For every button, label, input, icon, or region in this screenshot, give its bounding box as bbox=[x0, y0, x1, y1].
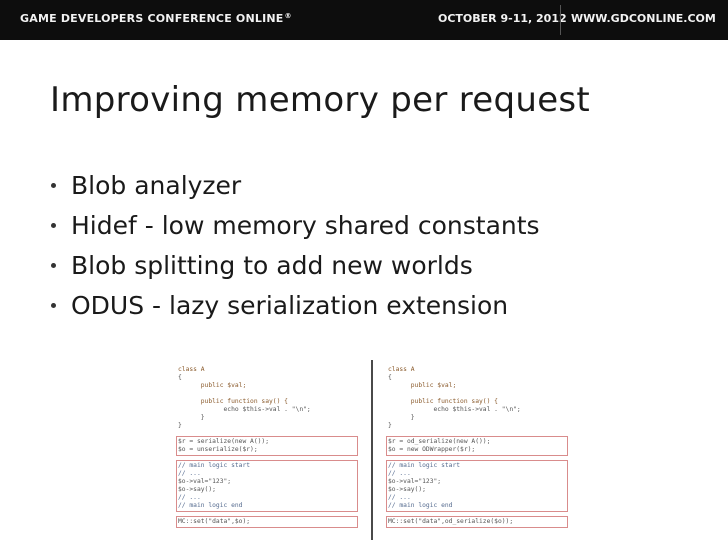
code-line: $r = od_serialize(new A()); bbox=[388, 438, 491, 445]
code-line: echo $this->val . "\n"; bbox=[388, 406, 521, 413]
code-divider bbox=[371, 360, 373, 540]
code-highlight-box bbox=[386, 436, 568, 456]
code-line: $o->val="123"; bbox=[388, 478, 442, 485]
bullet-text: ODUS - lazy serialization extension bbox=[71, 291, 509, 320]
bullet-item: Hidef - low memory shared constants bbox=[50, 208, 690, 248]
code-line: public function say() { bbox=[388, 398, 498, 405]
code-line: $o->say(); bbox=[388, 486, 426, 493]
slide-title: Improving memory per request bbox=[50, 80, 591, 120]
code-line: MC::set("data",od_serialize($o)); bbox=[388, 518, 514, 525]
conference-dates: OCTOBER 9-11, 2012 bbox=[438, 12, 567, 25]
code-line: public $val; bbox=[178, 382, 247, 389]
bullet-item: Blob analyzer bbox=[50, 168, 690, 208]
code-line: echo $this->val . "\n"; bbox=[178, 406, 311, 413]
brand-text: GAME DEVELOPERS CONFERENCE ONLINE bbox=[20, 12, 284, 25]
conference-header-bar: GAME DEVELOPERS CONFERENCE ONLINE® OCTOB… bbox=[0, 0, 728, 40]
code-highlight-box bbox=[386, 460, 568, 512]
od-serialize-code: class A{ public $val; public function sa… bbox=[376, 360, 568, 540]
code-line: $o = new ODWrapper($r); bbox=[388, 446, 476, 453]
standard-serialize-code: class A{ public $val; public function sa… bbox=[166, 360, 358, 540]
code-line: } bbox=[178, 414, 205, 421]
code-line: // main logic start bbox=[178, 462, 251, 469]
bullet-list: Blob analyzer Hidef - low memory shared … bbox=[50, 168, 690, 328]
code-highlight-box bbox=[386, 516, 568, 528]
code-line: $o = unserialize($r); bbox=[178, 446, 258, 453]
bullet-dot-icon bbox=[51, 303, 56, 308]
code-line: class A bbox=[388, 366, 415, 373]
code-line: public $val; bbox=[388, 382, 457, 389]
code-line: $o->say(); bbox=[178, 486, 216, 493]
code-line: // main logic end bbox=[388, 502, 453, 509]
code-comparison-figure: class A{ public $val; public function sa… bbox=[166, 360, 568, 540]
code-line: // ... bbox=[178, 494, 201, 501]
code-line: public function say() { bbox=[178, 398, 288, 405]
bullet-text: Hidef - low memory shared constants bbox=[71, 211, 540, 240]
header-divider bbox=[560, 5, 561, 35]
code-line: { bbox=[178, 374, 182, 381]
bullet-item: ODUS - lazy serialization extension bbox=[50, 288, 690, 328]
code-line: $o->val="123"; bbox=[178, 478, 232, 485]
bullet-text: Blob analyzer bbox=[71, 171, 242, 200]
bullet-text: Blob splitting to add new worlds bbox=[71, 251, 473, 280]
bullet-dot-icon bbox=[51, 223, 56, 228]
conference-brand: GAME DEVELOPERS CONFERENCE ONLINE® bbox=[20, 12, 292, 25]
registered-mark: ® bbox=[284, 12, 292, 20]
bullet-dot-icon bbox=[51, 183, 56, 188]
code-line: $r = serialize(new A()); bbox=[178, 438, 269, 445]
code-line: { bbox=[388, 374, 392, 381]
code-highlight-box bbox=[176, 436, 358, 456]
code-line: // main logic end bbox=[178, 502, 243, 509]
code-line: MC::set("data",$o); bbox=[178, 518, 251, 525]
code-line: // ... bbox=[388, 470, 411, 477]
code-highlight-box bbox=[176, 516, 358, 528]
code-line: } bbox=[178, 422, 182, 429]
bullet-dot-icon bbox=[51, 263, 56, 268]
conference-website: WWW.GDCONLINE.COM bbox=[571, 12, 716, 25]
code-line: // ... bbox=[178, 470, 201, 477]
code-line: class A bbox=[178, 366, 205, 373]
code-line: } bbox=[388, 414, 415, 421]
bullet-item: Blob splitting to add new worlds bbox=[50, 248, 690, 288]
code-line: } bbox=[388, 422, 392, 429]
code-highlight-box bbox=[176, 460, 358, 512]
code-line: // main logic start bbox=[388, 462, 461, 469]
code-line: // ... bbox=[388, 494, 411, 501]
